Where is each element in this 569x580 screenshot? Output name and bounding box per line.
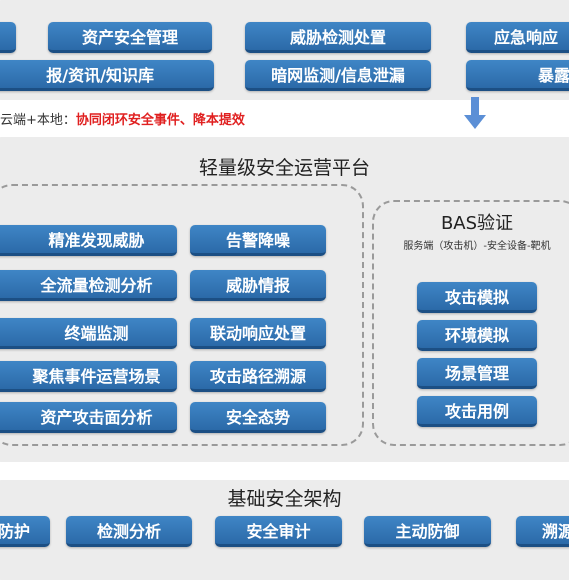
capability-attack-trace[interactable]: 攻击路径溯源 <box>190 361 326 392</box>
capability-alert-denoise[interactable]: 告警降噪 <box>190 225 326 256</box>
capability-precise-threat[interactable]: 精准发现威胁 <box>0 225 177 256</box>
capability-attack-surface[interactable]: 资产攻击面分析 <box>0 402 177 433</box>
asset-security-button[interactable]: 资产安全管理 <box>48 22 212 53</box>
base-detection-analysis[interactable]: 检测分析 <box>66 516 192 547</box>
bas-attack-simulation[interactable]: 攻击模拟 <box>417 282 537 313</box>
capability-linked-response[interactable]: 联动响应处置 <box>190 318 326 349</box>
arrow-down-icon <box>464 97 486 129</box>
capability-security-posture[interactable]: 安全态势 <box>190 402 326 433</box>
base-title: 基础安全架构 <box>227 488 342 510</box>
top-button-1[interactable] <box>0 22 16 53</box>
capability-endpoint[interactable]: 终端监测 <box>0 318 177 349</box>
capability-threat-intel[interactable]: 威胁情报 <box>190 270 326 301</box>
cloud-local-note: 云端+本地：协同闭环安全事件、降本提效 <box>0 109 245 128</box>
threat-detection-button[interactable]: 威胁检测处置 <box>245 22 431 53</box>
base-traceability[interactable]: 溯源 <box>516 516 569 547</box>
bas-subtitle: 服务端（攻击机）-安全设备-靶机 <box>403 241 551 252</box>
base-active-defense[interactable]: 主动防御 <box>364 516 491 547</box>
bas-env-simulation[interactable]: 环境模拟 <box>417 320 537 351</box>
emergency-response-button[interactable]: 应急响应 <box>466 22 569 53</box>
capability-event-ops[interactable]: 聚焦事件运营场景 <box>0 361 177 392</box>
intel-knowledge-button[interactable]: 报/资讯/知识库 <box>0 60 214 91</box>
bas-attack-cases[interactable]: 攻击用例 <box>417 396 537 427</box>
bas-scene-management[interactable]: 场景管理 <box>417 358 537 389</box>
bas-group <box>372 200 569 446</box>
bas-title: BAS验证 <box>440 213 514 234</box>
left-capabilities-group <box>0 184 364 446</box>
base-protection[interactable]: 防护 <box>0 516 50 547</box>
platform-title: 轻量级安全运营平台 <box>198 157 370 179</box>
exposure-button[interactable]: 暴露 <box>466 60 569 91</box>
capability-full-traffic[interactable]: 全流量检测分析 <box>0 270 177 301</box>
darkweb-leak-button[interactable]: 暗网监测/信息泄漏 <box>245 60 431 91</box>
base-security-audit[interactable]: 安全审计 <box>215 516 342 547</box>
note-highlight: 协同闭环安全事件、降本提效 <box>75 113 245 128</box>
note-prefix: 云端+本地： <box>0 113 76 128</box>
